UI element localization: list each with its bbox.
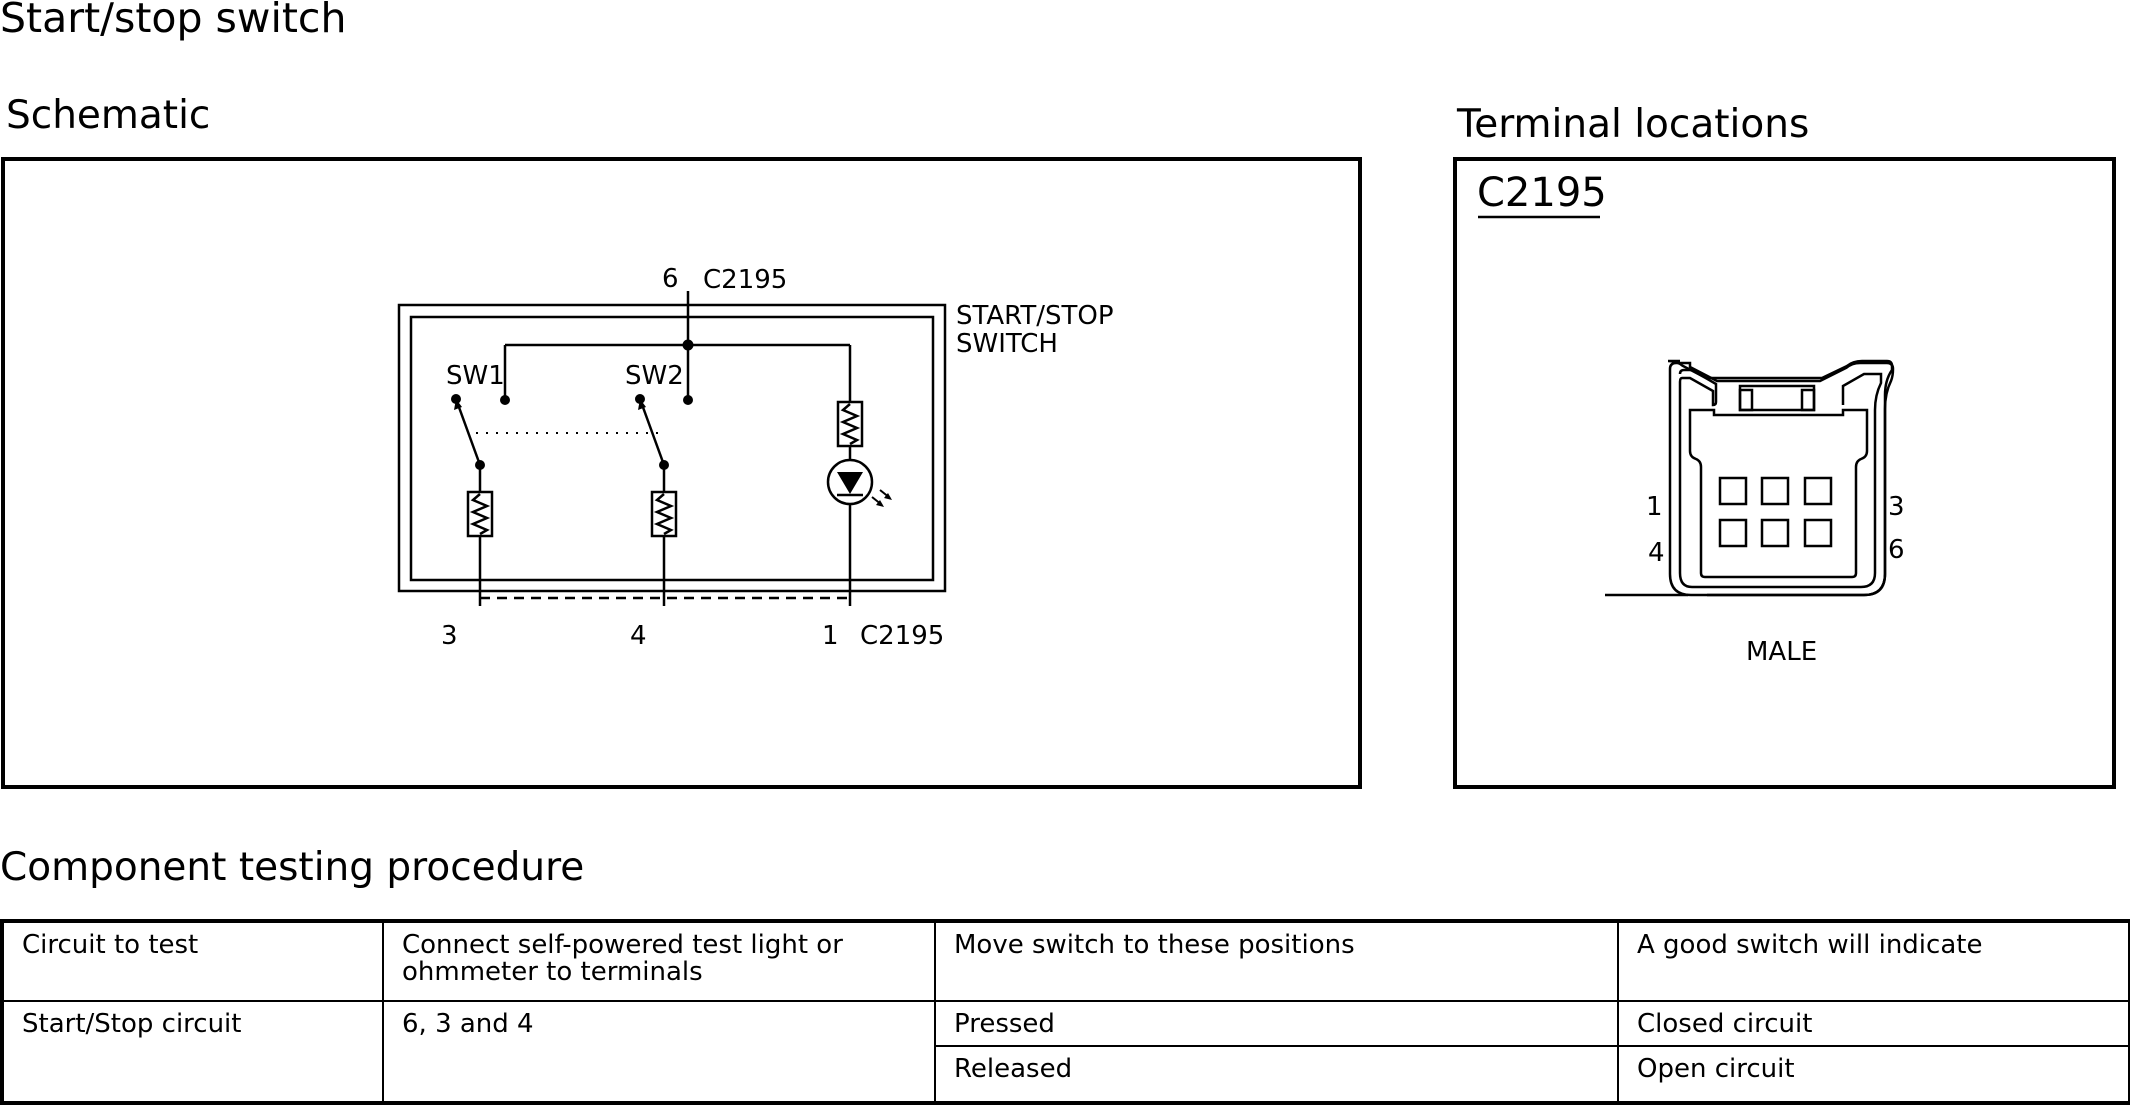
cell-position-pressed: Pressed (934, 1000, 1619, 1047)
bottom-connector-label: C2195 (860, 621, 944, 651)
sw1-label: SW1 (446, 361, 505, 391)
switch-label-line2: SWITCH (956, 329, 1058, 359)
led-emission-arrowhead-2 (884, 493, 892, 500)
terminal-pin1-label: 1 (1646, 492, 1663, 522)
schematic-heading: Schematic (6, 93, 211, 138)
terminal-cavity-5 (1760, 518, 1790, 548)
terminal-cavity-1 (1718, 476, 1748, 506)
terminal-cavity-2 (1760, 476, 1790, 506)
schematic-diagram: 6 C2195 START/STOP SWITCH SW1 SW2 3 4 1 … (397, 264, 1114, 651)
sw2-contact-dot (683, 395, 693, 405)
terminal-locations-panel: C2195 1 4 (1453, 157, 2116, 789)
pin3-label: 3 (441, 621, 458, 651)
connector-cavity (1688, 408, 1869, 579)
sw1-contact-dot (500, 395, 510, 405)
pin4-label: 4 (630, 621, 647, 651)
sw2-label: SW2 (625, 361, 684, 391)
terminal-cavity-6 (1803, 518, 1833, 548)
locking-tab-left (1738, 388, 1754, 412)
table-row: Released Open circuit (2, 1045, 2130, 1104)
pin1-label: 1 (822, 621, 839, 651)
procedure-table: Circuit to test Connect self-powered tes… (0, 919, 2130, 1105)
lamp-resistor-zigzag (839, 403, 861, 446)
terminal-pin6-label: 6 (1888, 535, 1905, 565)
sw2-junction-dot (659, 460, 669, 470)
sw1-pivot-dot (451, 394, 461, 404)
led-triangle-icon (837, 472, 863, 494)
cell-indication-closed: Closed circuit (1617, 1000, 2130, 1047)
connector-outer-body (1668, 361, 1895, 597)
led-emission-arrowhead-1 (876, 500, 884, 507)
cell-circuit: Start/Stop circuit (1, 1000, 384, 1104)
header-terminals: Connect self-powered test light or ohmme… (382, 920, 936, 1002)
bus-junction-dot (682, 339, 694, 351)
switch-housing-inner (409, 315, 935, 582)
switch-label-line1: START/STOP (956, 301, 1114, 331)
cell-indication-open: Open circuit (1617, 1045, 2130, 1104)
connector-inner-lip (1678, 368, 1883, 589)
locking-tab-right (1800, 388, 1816, 412)
connector-id-label: C2195 (1477, 170, 1607, 216)
table-row: Start/Stop circuit 6, 3 and 4 Pressed Cl… (1, 1000, 2130, 1104)
cell-position-released: Released (934, 1045, 1619, 1104)
terminal-locations-heading: Terminal locations (1457, 102, 1810, 147)
sw1-blade (454, 398, 482, 466)
top-connector-label: C2195 (703, 265, 787, 295)
connector-face-diagram: C2195 1 4 (1477, 170, 1905, 667)
connector-gender-label: MALE (1746, 637, 1817, 667)
header-indication: A good switch will indicate (1617, 920, 2130, 1002)
page-title: Start/stop switch (0, 0, 347, 42)
header-circuit: Circuit to test (1, 920, 384, 1002)
switch-housing-outer (397, 303, 947, 593)
cell-terminals: 6, 3 and 4 (382, 1000, 936, 1104)
terminal-pin3-label: 3 (1888, 492, 1905, 522)
terminal-cavity-4 (1718, 518, 1748, 548)
sw1-resistor-zigzag (469, 493, 491, 536)
sw2-blade (638, 398, 666, 466)
header-positions: Move switch to these positions (934, 920, 1619, 1002)
table-header-row: Circuit to test Connect self-powered tes… (1, 920, 2130, 1002)
pin6-label: 6 (662, 264, 679, 294)
procedure-heading: Component testing procedure (0, 845, 585, 890)
sw2-resistor-zigzag (653, 493, 675, 536)
terminal-pin4-label: 4 (1648, 538, 1665, 568)
terminal-cavity-3 (1803, 476, 1833, 506)
sw1-junction-dot (475, 460, 485, 470)
schematic-panel: 6 C2195 START/STOP SWITCH SW1 SW2 3 4 1 … (1, 157, 1362, 789)
sw2-pivot-dot (635, 394, 645, 404)
